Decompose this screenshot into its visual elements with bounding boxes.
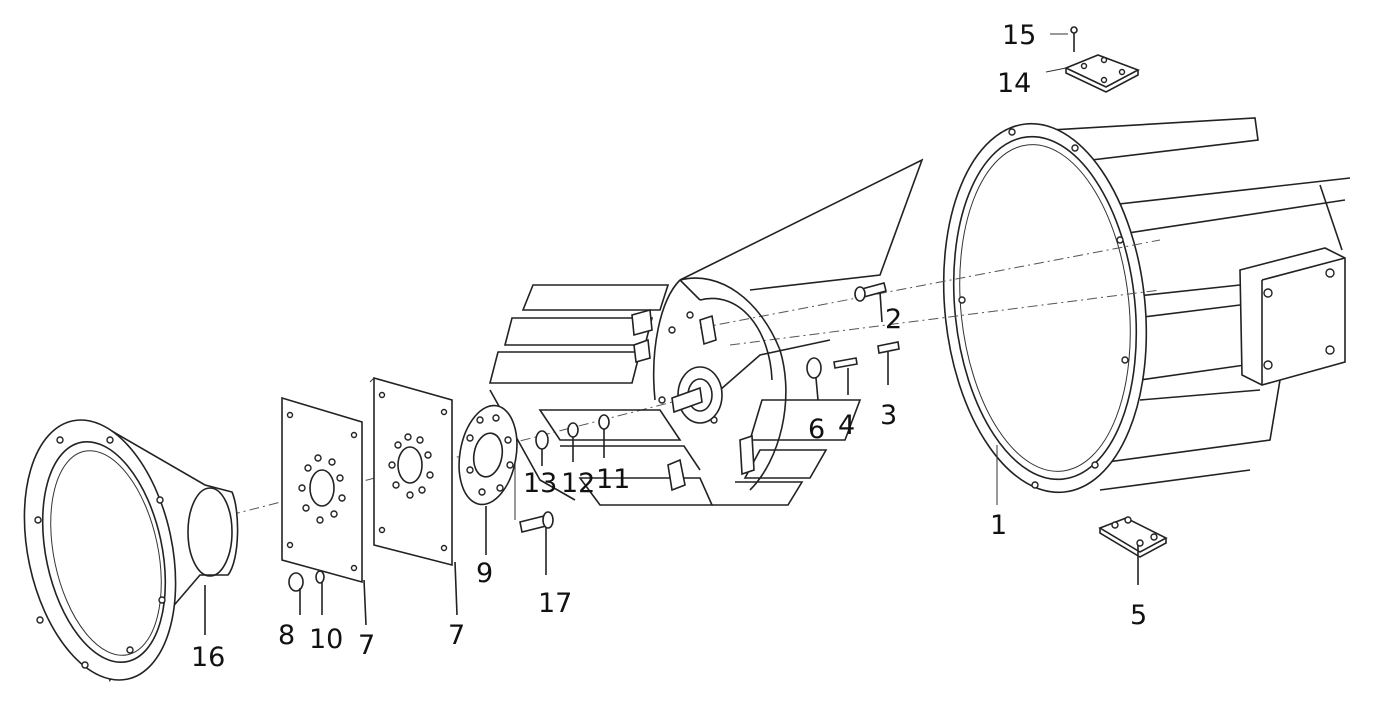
label-part-7-right: 7 bbox=[448, 620, 465, 651]
part-12-nut bbox=[567, 422, 579, 462]
centerline-upper bbox=[699, 239, 1161, 329]
label-part-2: 2 bbox=[885, 304, 902, 335]
part-13-washer bbox=[535, 430, 549, 466]
part-2-bolt bbox=[854, 282, 887, 323]
part-5-mount-plate bbox=[1098, 516, 1168, 585]
part-14-cover-plate bbox=[1064, 54, 1140, 93]
part-15-screw bbox=[1070, 26, 1078, 52]
label-part-12: 12 bbox=[561, 468, 595, 499]
part-7-gasket-right bbox=[369, 376, 458, 616]
label-part-13: 13 bbox=[523, 468, 557, 499]
part-3-screw bbox=[877, 341, 900, 385]
label-part-14: 14 bbox=[997, 68, 1031, 99]
part-16-bell-housing bbox=[23, 419, 239, 683]
leader-14 bbox=[1045, 67, 1067, 73]
label-part-4: 4 bbox=[838, 410, 855, 441]
main-body-assembly bbox=[488, 158, 924, 506]
centerline-lower bbox=[729, 289, 1161, 346]
part-6-washer bbox=[806, 357, 822, 401]
part-1-housing bbox=[942, 117, 1351, 494]
label-part-3: 3 bbox=[880, 400, 897, 431]
label-part-10: 10 bbox=[309, 624, 343, 655]
part-7-gasket-left bbox=[281, 396, 367, 626]
label-part-1: 1 bbox=[990, 510, 1007, 541]
part-11-screw bbox=[598, 414, 610, 458]
label-part-6: 6 bbox=[808, 414, 825, 445]
part-17-bolt bbox=[514, 440, 554, 575]
part-4-pin bbox=[833, 357, 858, 395]
part-8-bolt bbox=[288, 572, 304, 615]
label-part-17: 17 bbox=[538, 588, 572, 619]
label-part-7-left: 7 bbox=[358, 630, 375, 661]
label-part-8: 8 bbox=[278, 620, 295, 651]
label-part-15: 15 bbox=[1002, 20, 1036, 51]
label-part-11: 11 bbox=[596, 464, 630, 495]
part-10-washer bbox=[315, 570, 325, 615]
label-part-9: 9 bbox=[476, 558, 493, 589]
label-part-16: 16 bbox=[191, 642, 225, 673]
label-part-5: 5 bbox=[1130, 600, 1147, 631]
part-9-flange-disk bbox=[458, 404, 518, 555]
